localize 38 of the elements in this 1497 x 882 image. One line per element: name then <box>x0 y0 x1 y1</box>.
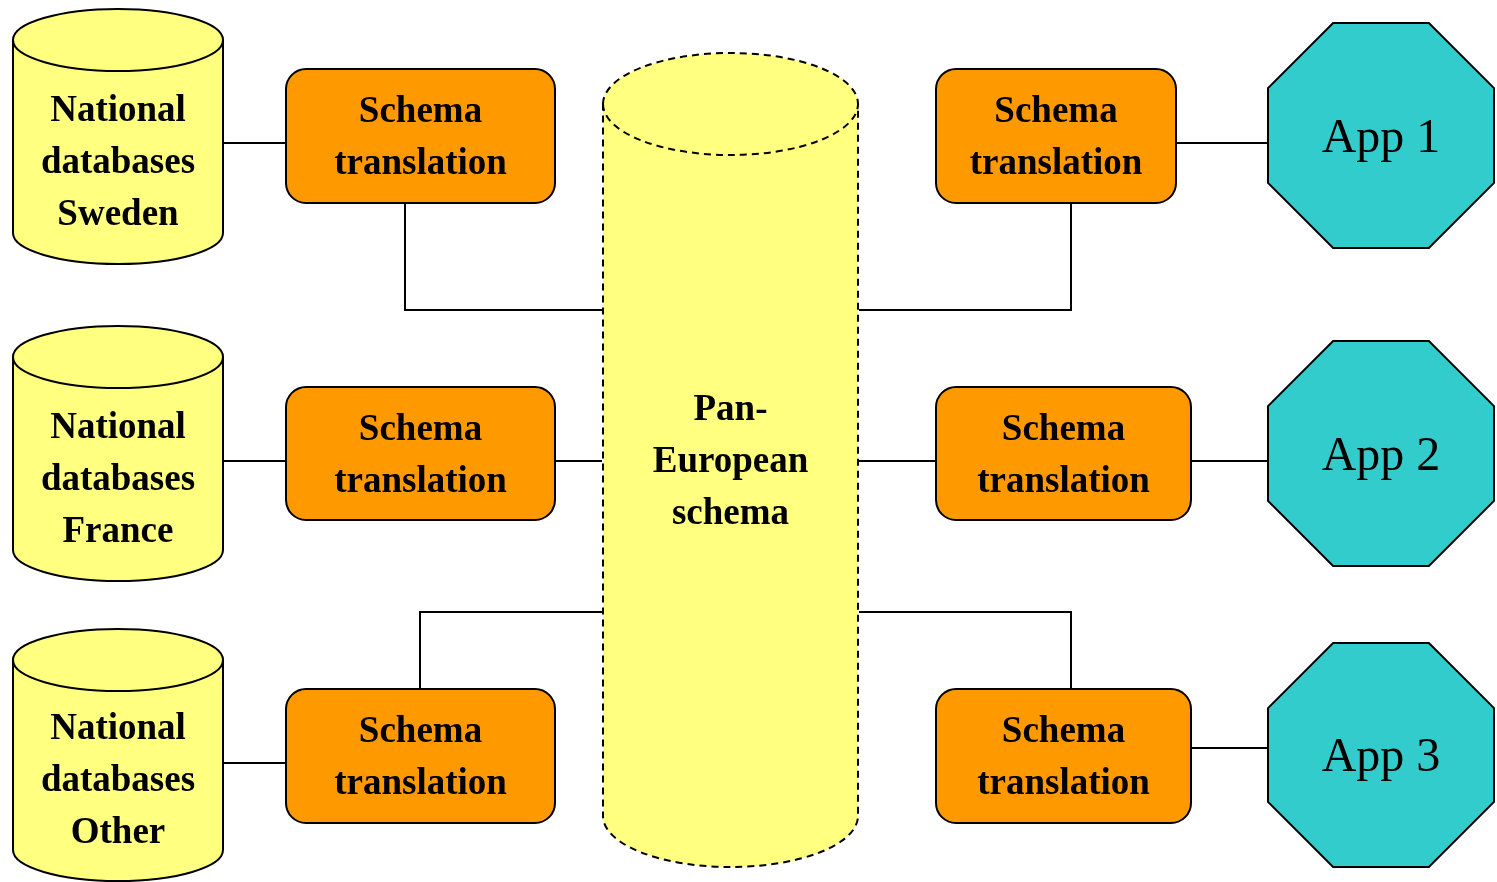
app-label: App 1 <box>1321 109 1441 162</box>
connector-line <box>858 460 936 462</box>
node-label: Schema translation <box>333 708 508 804</box>
app-octagon <box>1267 340 1495 567</box>
node-label: Schema translation <box>333 88 508 184</box>
connector-line <box>223 142 286 144</box>
connector-line <box>1191 460 1268 462</box>
connector-line <box>223 762 286 764</box>
database-cylinder <box>12 628 224 882</box>
process-box <box>285 386 556 521</box>
connector-line <box>404 203 603 311</box>
node-label: National databases France <box>39 403 197 552</box>
database-cylinder <box>12 325 224 582</box>
process-box <box>935 68 1177 204</box>
node-label: Schema translation <box>968 88 1144 184</box>
connector-line <box>555 460 603 462</box>
app-label: App 3 <box>1321 729 1441 781</box>
app-octagon <box>1267 22 1495 249</box>
process-box <box>935 688 1192 824</box>
connector-line <box>858 203 1072 311</box>
connector-line <box>1191 747 1268 749</box>
process-box <box>935 386 1192 521</box>
node-label: Schema translation <box>333 405 508 502</box>
database-cylinder <box>602 52 859 868</box>
node-label: Schema translation <box>976 708 1151 804</box>
app-label: App 2 <box>1321 427 1441 480</box>
connector-line <box>223 460 286 462</box>
node-label: Pan-European schema <box>651 386 810 534</box>
connector-line <box>858 611 1072 689</box>
node-label: Schema translation <box>976 405 1151 502</box>
process-box <box>285 68 556 204</box>
connector-line <box>1176 142 1268 144</box>
app-octagon <box>1267 642 1495 868</box>
connector-line <box>419 611 603 689</box>
node-label: National databases Other <box>39 705 197 853</box>
process-box <box>285 688 556 824</box>
database-cylinder <box>12 8 224 265</box>
node-label: National databases Sweden <box>39 86 197 235</box>
